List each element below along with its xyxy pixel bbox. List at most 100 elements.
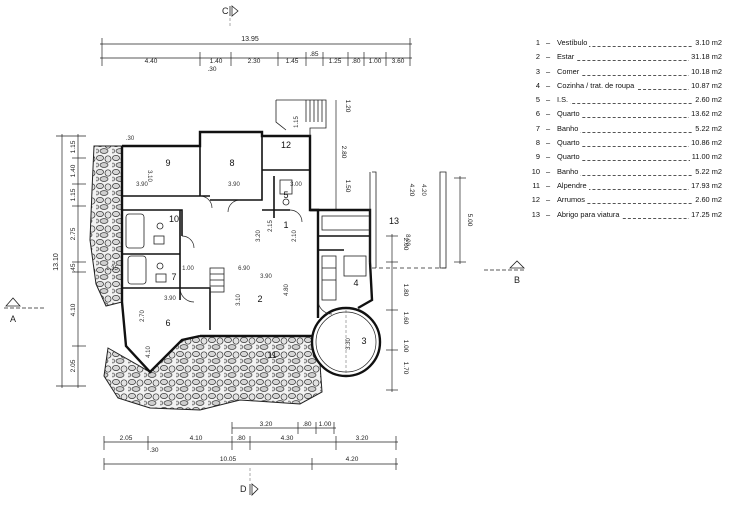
- section-marker-a: A: [4, 297, 44, 324]
- svg-text:1.80: 1.80: [402, 284, 409, 297]
- svg-text:2.75: 2.75: [70, 227, 77, 240]
- doors: [179, 195, 333, 315]
- legend-dash: –: [546, 180, 551, 190]
- stone-wall-west: [89, 145, 123, 307]
- room-3-label: 3: [361, 336, 366, 346]
- svg-text:1.40: 1.40: [210, 58, 223, 65]
- svg-text:1.45: 1.45: [286, 58, 299, 65]
- svg-text:10.05: 10.05: [220, 456, 237, 463]
- dim-left-total: 13.10: [53, 253, 60, 271]
- svg-text:1.40: 1.40: [70, 164, 77, 177]
- svg-text:2.10: 2.10: [292, 230, 298, 242]
- svg-text:3.20: 3.20: [256, 230, 262, 242]
- svg-text:2.15: 2.15: [268, 220, 274, 232]
- dimension-right: [335, 100, 466, 392]
- svg-text:3.90: 3.90: [164, 296, 176, 302]
- svg-text:3.10: 3.10: [146, 170, 152, 182]
- kitchen-counters: [321, 215, 371, 301]
- legend-room-name: Banho: [557, 123, 581, 133]
- leader-line: [557, 88, 722, 90]
- legend-room-name: I.S.: [557, 95, 571, 105]
- legend-room-name: Estar: [557, 52, 577, 62]
- legend-number: 5: [535, 95, 540, 105]
- svg-text:3.00: 3.00: [290, 182, 302, 188]
- leader-line: [557, 160, 722, 162]
- room-2-label: 2: [257, 294, 262, 304]
- svg-text:5.00: 5.00: [466, 214, 473, 227]
- svg-text:.45: .45: [70, 263, 77, 272]
- svg-text:4.20: 4.20: [408, 184, 415, 197]
- svg-text:1.70: 1.70: [402, 362, 409, 375]
- legend-area: 3.10 m2: [693, 38, 722, 47]
- svg-text:.30: .30: [207, 66, 216, 73]
- legend-dash: –: [546, 95, 551, 105]
- svg-text:2.70: 2.70: [140, 310, 146, 322]
- legend-dash: –: [546, 123, 551, 133]
- room-1-label: 1: [283, 220, 288, 230]
- stone-terrace-south: [103, 335, 323, 411]
- svg-text:3.20: 3.20: [260, 421, 273, 428]
- svg-text:C: C: [222, 6, 229, 16]
- legend-area: 17.93 m2: [689, 180, 722, 190]
- legend-dash: –: [546, 195, 551, 205]
- room-numbers: 1 2 3 4 5 6 7 8 9 10 11 12 13: [165, 140, 399, 360]
- legend-area: 10.87 m2: [689, 80, 722, 90]
- bathroom-fixtures: [125, 179, 293, 285]
- legend-number: 10: [531, 166, 540, 176]
- dim-right-labels: 1.20 2.80 1.50 4.20 5.00 2.00 1.80 1.60 …: [340, 100, 473, 375]
- legend-number: 3: [535, 66, 540, 76]
- dimension-top: [100, 38, 412, 66]
- svg-text:4.80: 4.80: [284, 284, 290, 296]
- interior-walls: [122, 136, 370, 330]
- legend-area: 5.22 m2: [693, 166, 722, 176]
- legend-dash: –: [546, 109, 551, 119]
- room-8-label: 8: [229, 158, 234, 168]
- svg-text:3.90: 3.90: [260, 274, 272, 280]
- legend-dash: –: [546, 66, 551, 76]
- interior-dimensions: .30 3.10 3.90 3.90 1.00 3.90 2.70 6.90 4…: [106, 116, 426, 358]
- legend-area: 31.18 m2: [689, 52, 722, 62]
- legend-dash: –: [546, 209, 551, 219]
- svg-text:6.90: 6.90: [238, 266, 250, 272]
- legend-room-name: Alpendre: [557, 180, 589, 190]
- svg-text:1.00: 1.00: [319, 421, 332, 428]
- dim-top-segments: 4.40 1.40 2.30 1.45 .85 1.25 .80 1.00 3.…: [145, 51, 405, 73]
- svg-text:.80: .80: [351, 58, 360, 65]
- legend-row: 5–I.S.2.60 m2: [530, 95, 730, 109]
- svg-text:2.05: 2.05: [120, 435, 133, 442]
- legend-area: 5.22 m2: [693, 123, 722, 133]
- legend-room-name: Quarto: [557, 152, 582, 162]
- legend-dash: –: [546, 166, 551, 176]
- svg-text:1.00: 1.00: [182, 266, 194, 272]
- legend-room-name: Banho: [557, 166, 581, 176]
- leader-line: [557, 217, 722, 219]
- svg-text:4.30: 4.30: [281, 435, 294, 442]
- legend-number: 8: [535, 138, 540, 148]
- svg-text:.30: .30: [126, 136, 135, 142]
- dimension-left: [56, 134, 86, 388]
- legend-row: 10–Banho 5.22 m2: [530, 166, 730, 181]
- interior-stairs: [209, 267, 225, 293]
- legend-room-name: Arrumos: [557, 195, 587, 205]
- svg-text:1.15: 1.15: [294, 116, 300, 128]
- svg-text:A: A: [10, 314, 16, 324]
- legend-area: 10.18 m2: [689, 66, 722, 76]
- legend-room-name: Cozinha / trat. de roupa: [557, 80, 637, 90]
- carport: [369, 171, 447, 269]
- svg-text:1.60: 1.60: [402, 312, 409, 325]
- legend-area: 2.60 m2: [693, 195, 722, 205]
- leader-line: [557, 174, 722, 176]
- leader-line: [557, 103, 722, 105]
- svg-text:.85: .85: [309, 51, 318, 58]
- svg-text:8.00: 8.00: [404, 234, 410, 246]
- svg-text:3.10: 3.10: [236, 294, 242, 306]
- svg-text:3.90: 3.90: [136, 182, 148, 188]
